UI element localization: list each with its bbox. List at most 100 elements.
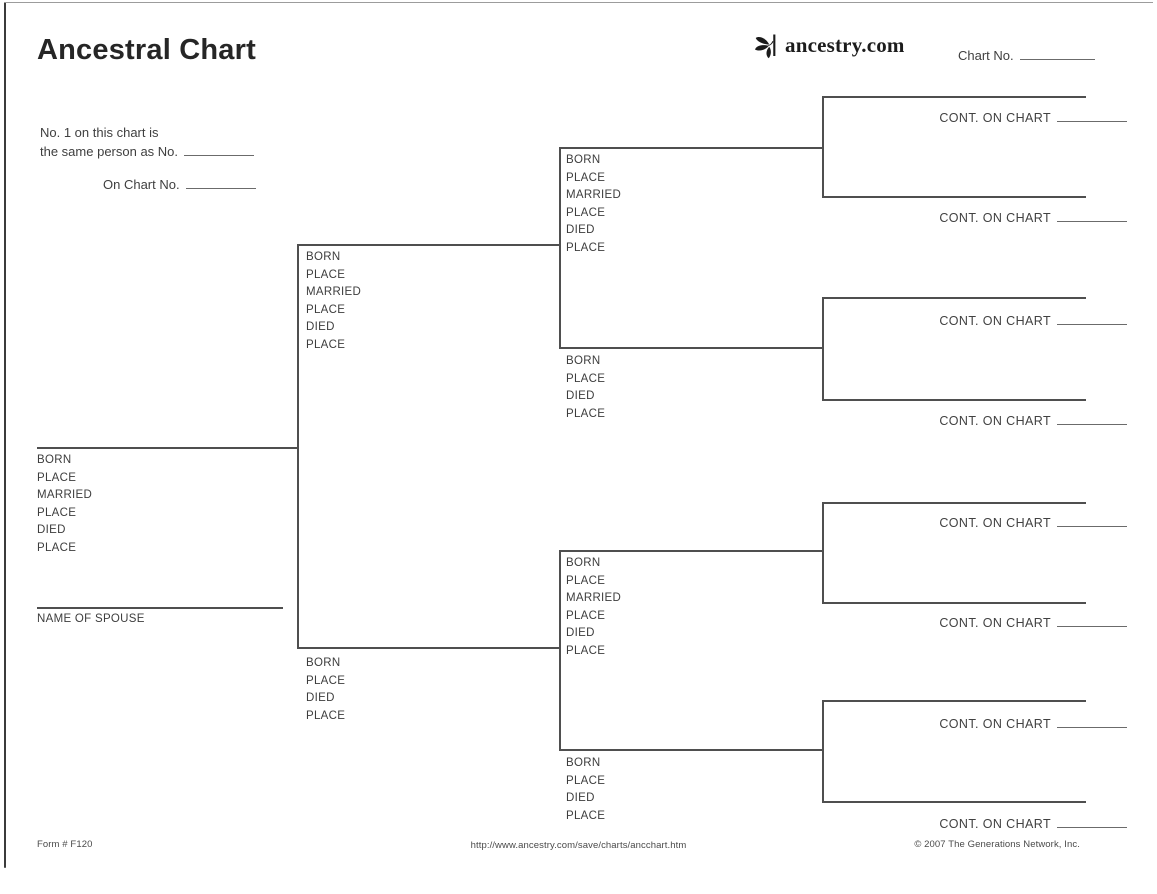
field-label-place: PLACE (306, 268, 346, 281)
great-grandparent-line-3 (822, 297, 1086, 299)
intro-line-2: the same person as No. (40, 142, 256, 161)
maternal-grandfather-fields: BORN PLACE MARRIED PLACE DIED PLACE (566, 555, 621, 661)
field-label-died: DIED (566, 390, 595, 403)
field-label-place: PLACE (566, 644, 606, 657)
brand-logo: ancestry.com (753, 30, 905, 60)
intro-note: No. 1 on this chart is the same person a… (40, 124, 256, 194)
cont-on-chart-1: CONT. ON CHART (939, 108, 1127, 125)
field-label-place: PLACE (306, 338, 346, 351)
cont-chart-blank-5 (1057, 513, 1127, 527)
cont-chart-blank-8 (1057, 814, 1127, 828)
great-grandparents-bracket-1 (822, 96, 824, 198)
on-chart-no-blank (185, 175, 256, 189)
cont-on-chart-4: CONT. ON CHART (939, 411, 1127, 428)
field-label-born: BORN (306, 657, 341, 669)
father-fields: BORN PLACE MARRIED PLACE DIED PLACE (306, 249, 361, 355)
field-label-place: PLACE (566, 774, 606, 787)
field-label-died: DIED (306, 692, 335, 705)
great-grandparent-line-1 (822, 96, 1086, 98)
field-label-place: PLACE (566, 372, 606, 385)
cont-chart-blank-4 (1057, 411, 1127, 425)
maternal-grandfather-name-line (559, 550, 823, 552)
field-label-died: DIED (566, 224, 595, 237)
ancestry-leaf-icon (753, 30, 783, 60)
field-label-married: MARRIED (306, 286, 362, 299)
footer-form-number: Form # F120 (37, 839, 93, 850)
field-label-born: BORN (37, 454, 72, 466)
field-label-born: BORN (566, 557, 601, 569)
person-1-name-line (37, 447, 298, 449)
field-label-married: MARRIED (566, 189, 622, 202)
great-grandparents-bracket-3 (822, 502, 824, 604)
cont-chart-blank-7 (1057, 714, 1127, 728)
mother-name-line (297, 647, 560, 649)
field-label-born: BORN (566, 154, 601, 166)
field-label-place: PLACE (566, 206, 606, 219)
chart-no-label: Chart No. (958, 48, 1014, 63)
great-grandparent-line-4 (822, 399, 1086, 401)
cont-on-chart-3: CONT. ON CHART (939, 311, 1127, 328)
great-grandparents-bracket-2 (822, 297, 824, 401)
maternal-grandmother-name-line (559, 749, 823, 751)
field-label-place: PLACE (566, 809, 606, 822)
field-label-place: PLACE (306, 709, 346, 722)
cont-chart-blank-1 (1057, 108, 1127, 122)
footer-copyright: © 2007 The Generations Network, Inc. (914, 839, 1080, 850)
field-label-place: PLACE (37, 506, 77, 519)
field-label-place: PLACE (566, 241, 606, 254)
mother-fields: BORN PLACE DIED PLACE (306, 655, 345, 725)
paternal-grandmother-name-line (559, 347, 823, 349)
paternal-grandfather-name-line (559, 147, 823, 149)
maternal-grandparents-bracket (559, 550, 561, 751)
footer-url: http://www.ancestry.com/save/charts/ancc… (470, 840, 687, 851)
field-label-place: PLACE (566, 407, 606, 420)
spouse-name-label: NAME OF SPOUSE (37, 613, 145, 625)
field-label-died: DIED (566, 792, 595, 805)
parents-bracket (297, 244, 299, 648)
field-label-married: MARRIED (37, 489, 93, 502)
chart-no-blank (1019, 46, 1095, 60)
same-person-no-blank (184, 142, 255, 156)
great-grandparents-bracket-4 (822, 700, 824, 803)
cont-chart-blank-2 (1057, 208, 1127, 222)
cont-on-chart-5: CONT. ON CHART (939, 513, 1127, 530)
paternal-grandparents-bracket (559, 147, 561, 349)
field-label-born: BORN (306, 251, 341, 263)
field-label-place: PLACE (566, 574, 606, 587)
cont-on-chart-7: CONT. ON CHART (939, 714, 1127, 731)
intro-line-1: No. 1 on this chart is (40, 125, 159, 140)
great-grandparent-line-6 (822, 602, 1086, 604)
cont-chart-blank-3 (1057, 311, 1127, 325)
intro-line-3: On Chart No. (103, 175, 256, 194)
maternal-grandmother-fields: BORN PLACE DIED PLACE (566, 755, 605, 825)
paternal-grandfather-fields: BORN PLACE MARRIED PLACE DIED PLACE (566, 152, 621, 258)
person-1-fields: BORN PLACE MARRIED PLACE DIED PLACE (37, 452, 92, 558)
field-label-died: DIED (306, 321, 335, 334)
field-label-place: PLACE (566, 171, 606, 184)
field-label-place: PLACE (37, 541, 77, 554)
field-label-died: DIED (37, 524, 66, 537)
field-label-place: PLACE (306, 303, 346, 316)
field-label-born: BORN (566, 757, 601, 769)
great-grandparent-line-5 (822, 502, 1086, 504)
field-label-place: PLACE (566, 609, 606, 622)
brand-name: ancestry.com (785, 32, 905, 57)
spouse-name-line (37, 607, 283, 609)
great-grandparent-line-7 (822, 700, 1086, 702)
field-label-died: DIED (566, 627, 595, 640)
great-grandparent-line-8 (822, 801, 1086, 803)
field-label-place: PLACE (37, 471, 77, 484)
cont-on-chart-8: CONT. ON CHART (939, 814, 1127, 831)
field-label-place: PLACE (306, 674, 346, 687)
page-left-border (4, 2, 6, 868)
chart-no-field: Chart No. (958, 46, 1095, 63)
field-label-born: BORN (566, 355, 601, 367)
father-name-line (297, 244, 560, 246)
field-label-married: MARRIED (566, 592, 622, 605)
paternal-grandmother-fields: BORN PLACE DIED PLACE (566, 353, 605, 423)
cont-chart-blank-6 (1057, 613, 1127, 627)
great-grandparent-line-2 (822, 196, 1086, 198)
cont-on-chart-2: CONT. ON CHART (939, 208, 1127, 225)
page-top-border (4, 2, 1153, 3)
